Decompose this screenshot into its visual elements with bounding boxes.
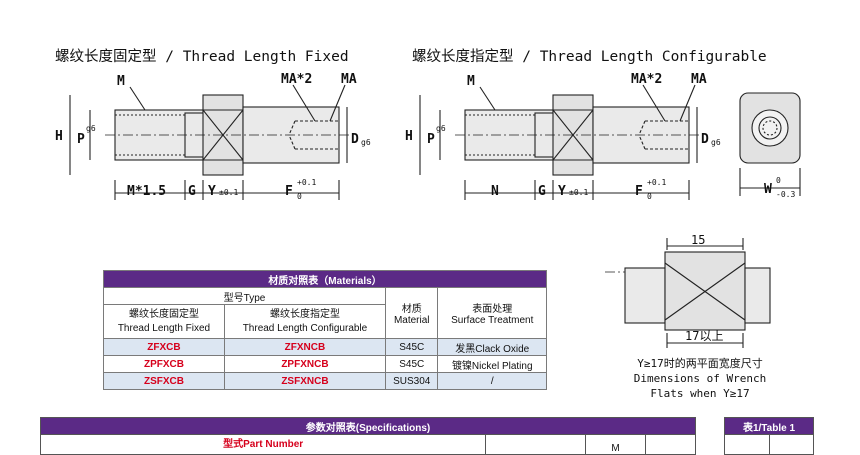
title-configurable: 螺纹长度指定型 / Thread Length Configurable [412,49,767,65]
drawing-end-view: W 0 -0.3 [739,92,801,199]
dim-d: D [351,132,359,147]
dim-p-sub: g6 [86,124,96,133]
wrench-note-en2: Flats when Y≥17 [650,387,750,400]
dim-f: F [285,184,293,199]
dim-n: N [491,184,499,199]
dim-f: F [635,184,643,199]
dim-m: M [117,74,125,89]
dim-m: M [467,74,475,89]
dim-p: P [427,132,435,147]
wrench-note-en1: Dimensions of Wrench [633,372,767,385]
dim-w-up: 0 [776,176,781,185]
materials-title: 材质对照表（Materials） [103,270,547,288]
dim-y: Y [208,184,216,199]
dim-d: D [701,132,709,147]
dim-ma2: MA*2 [281,72,312,87]
dim-ma: MA [341,72,357,87]
dim-p: P [77,132,85,147]
table1-title: 表1/Table 1 [724,417,814,435]
dim-d-sub: g6 [361,138,371,147]
dim-g: G [538,184,546,199]
specs-title: 参数对照表(Specifications) [40,417,696,435]
drawing-configurable: M MA*2 MA H P g6 D g6 N G Y ±0.1 F +0.1 … [405,72,721,201]
title-fixed: 螺纹长度固定型 / Thread Length Fixed [55,49,349,65]
dim-m15: M*1.5 [127,184,166,199]
specifications-table: 参数对照表(Specifications) 型式Part Number M [39,417,696,455]
dim-h: H [55,129,63,144]
wrench-note-cn: Y≥17时的两平面宽度尺寸 [637,357,763,370]
dim-ma: MA [691,72,707,87]
dim-17: 17以上 [685,329,723,343]
dim-y-tol: ±0.1 [219,188,238,197]
dim-15: 15 [691,233,705,247]
table-1: 表1/Table 1 [724,417,814,455]
dim-y-tol: ±0.1 [569,188,588,197]
dim-g: G [188,184,196,199]
drawing-fixed: M MA*2 MA H P g6 D g6 M*1.5 G Y ±0.1 F +… [55,72,371,201]
dim-ma2: MA*2 [631,72,662,87]
dim-f-up: +0.1 [647,178,666,187]
dim-f-up: +0.1 [297,178,316,187]
dim-p-sub: g6 [436,124,446,133]
dim-w-low: -0.3 [776,190,795,199]
table-row: ZSFXCB ZSFXNCB SUS304 / [103,372,547,390]
wrench-note: Y≥17时的两平面宽度尺寸 Dimensions of Wrench Flats… [615,356,785,401]
table-row: ZFXCB ZFXNCB S45C 发黑Clack Oxide [103,338,547,356]
dim-f-low: 0 [647,192,652,201]
dim-f-low: 0 [297,192,302,201]
table-row: ZPFXCB ZPFXNCB S45C 镀镍Nickel Plating [103,355,547,373]
col-type: 型号Type [103,287,386,305]
dim-y: Y [558,184,566,199]
dim-d-sub: g6 [711,138,721,147]
drawing-wrench-flats: 15 17以上 [605,233,771,348]
dim-w: W [764,182,772,197]
dim-h: H [405,129,413,144]
